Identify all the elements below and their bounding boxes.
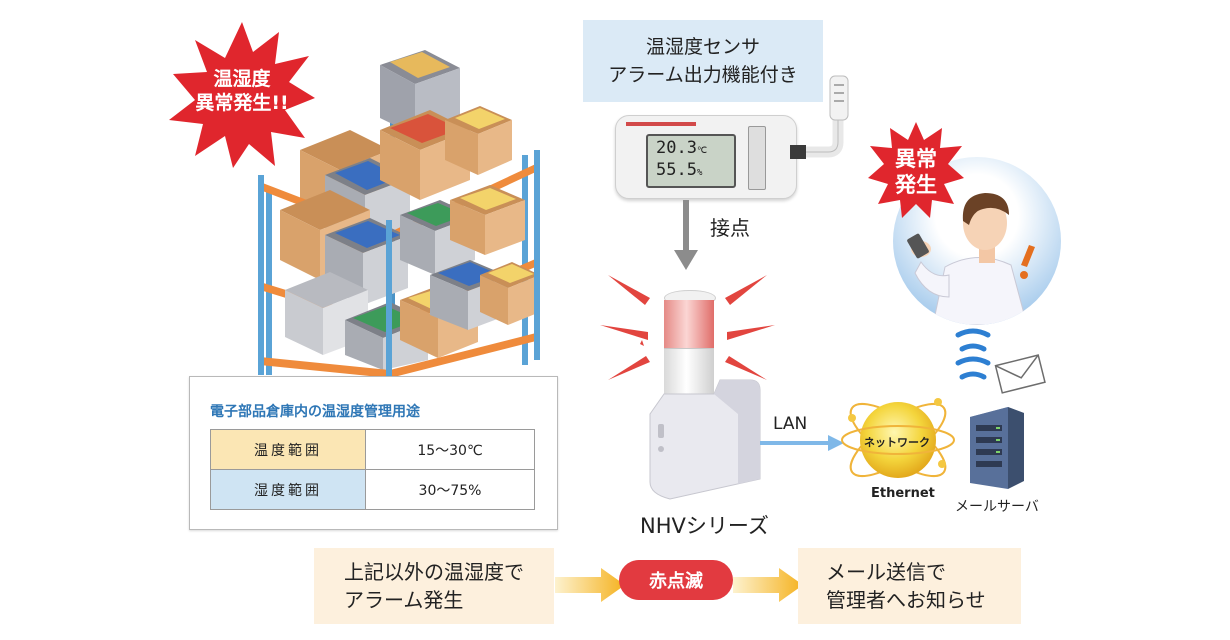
tower-white-segment [664, 348, 714, 397]
mail-notify-line-1: メール送信で [826, 560, 946, 584]
burst-shape-icon [868, 122, 964, 218]
sensor-label-line-1: 温湿度センサ [645, 36, 760, 58]
humidity-unit: % [696, 168, 703, 178]
tower-series-label: NHVシリーズ [640, 514, 769, 538]
sensor-probe [790, 75, 849, 159]
sensor-brand-text [626, 122, 696, 126]
warehouse-shelf [258, 50, 540, 380]
temperature-range-value: 15〜30℃ [365, 429, 535, 470]
signal-tower [640, 290, 770, 505]
administrator-circle [893, 157, 1061, 325]
alarm-rays [600, 275, 775, 380]
contact-arrow [674, 200, 698, 270]
burst-line-2: 発生 [895, 173, 937, 198]
alarm-condition-line-1: 上記以外の温湿度で [344, 560, 524, 584]
mail-notify-box: メール送信で 管理者へお知らせ [798, 548, 1021, 624]
humidity-range-label: 湿度範囲 [210, 469, 366, 510]
temperature-reading: 20.3 [656, 138, 697, 158]
sensor-device: 20.3℃ 55.5% [615, 115, 797, 199]
table-row: 温度範囲 15〜30℃ [210, 429, 535, 470]
sensor-label-line-2: アラーム出力機能付き [608, 64, 798, 86]
usage-info-card: 電子部品倉庫内の温湿度管理用途 温度範囲 15〜30℃ 湿度範囲 30〜75% [189, 376, 558, 530]
contact-label: 接点 [710, 216, 750, 240]
burst-line-2: 異常発生!! [195, 91, 289, 114]
wifi-signal-icon [955, 328, 991, 380]
error-burst-badge: 異常 発生 [866, 120, 966, 220]
range-table: 温度範囲 15〜30℃ 湿度範囲 30〜75% [210, 429, 535, 510]
network-globe [841, 398, 955, 478]
network-globe-label: ネットワーク [864, 436, 930, 449]
table-row: 湿度範囲 30〜75% [210, 469, 535, 510]
lan-label: LAN [773, 414, 808, 434]
administrator-avatar [907, 193, 1035, 325]
burst-line-1: 異常 [895, 147, 937, 171]
flow-arrow-right [733, 568, 803, 602]
sensor-label-box: 温湿度センサ アラーム出力機能付き [583, 20, 823, 102]
usage-title: 電子部品倉庫内の温湿度管理用途 [210, 404, 420, 420]
red-blink-badge: 赤点滅 [619, 560, 733, 600]
mail-server-icon [970, 407, 1024, 489]
tower-base [649, 379, 761, 500]
flow-arrow-left [555, 568, 625, 602]
humidity-reading: 55.5 [656, 160, 697, 180]
alarm-condition-line-2: アラーム発生 [344, 588, 464, 612]
sensor-button-panel [748, 126, 766, 190]
temperature-unit: ℃ [696, 146, 708, 156]
burst-line-1: 温湿度 [213, 68, 271, 90]
mail-notify-line-2: 管理者へお知らせ [826, 588, 986, 612]
alarm-condition-box: 上記以外の温湿度で アラーム発生 [314, 548, 554, 624]
sensor-display: 20.3℃ 55.5% [646, 134, 736, 188]
burst-shape-icon [169, 22, 315, 168]
humidity-range-value: 30〜75% [365, 469, 535, 510]
ethernet-label: Ethernet [871, 486, 935, 501]
mail-server-label: メールサーバ [955, 499, 1039, 515]
tower-red-lamp [664, 300, 714, 348]
alarm-burst-badge: 温湿度 異常発生!! [167, 20, 317, 170]
envelope-icon [994, 354, 1046, 394]
temperature-range-label: 温度範囲 [210, 429, 366, 470]
lan-arrow [760, 435, 844, 451]
